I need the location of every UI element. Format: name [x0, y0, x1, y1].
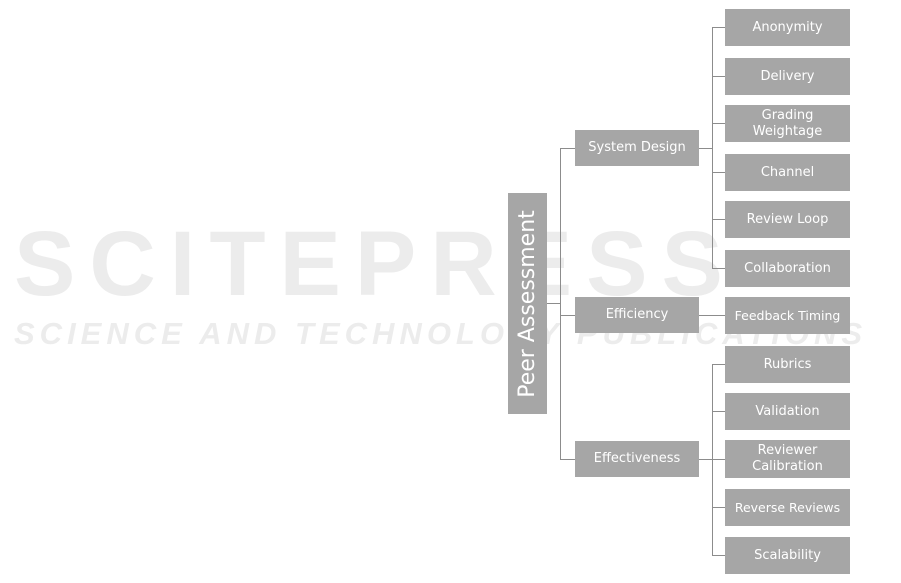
- connector: [712, 123, 725, 124]
- connector: [560, 148, 575, 149]
- watermark-subtitle: SCIENCE AND TECHNOLOGY PUBLICATIONS: [14, 316, 868, 351]
- root-node: Peer Assessment: [508, 193, 547, 414]
- leaf-rubrics: Rubrics: [725, 346, 850, 383]
- leaf-scalability: Scalability: [725, 537, 850, 574]
- connector: [712, 555, 725, 556]
- connector: [547, 303, 560, 304]
- connector: [712, 27, 725, 28]
- leaf-grading-weightage: Grading Weightage: [725, 105, 850, 142]
- connector: [712, 219, 725, 220]
- root-label: Peer Assessment: [514, 209, 540, 398]
- node-efficiency: Efficiency: [575, 297, 699, 333]
- leaf-channel: Channel: [725, 154, 850, 191]
- node-system-design: System Design: [575, 130, 699, 166]
- connector: [712, 459, 725, 460]
- leaf-reverse-reviews: Reverse Reviews: [725, 489, 850, 526]
- connector: [560, 148, 561, 460]
- leaf-delivery: Delivery: [725, 58, 850, 95]
- leaf-validation: Validation: [725, 393, 850, 430]
- connector: [699, 148, 712, 149]
- node-effectiveness: Effectiveness: [575, 441, 699, 477]
- leaf-collaboration: Collaboration: [725, 250, 850, 287]
- connector: [712, 507, 725, 508]
- leaf-anonymity: Anonymity: [725, 9, 850, 46]
- connector: [699, 315, 725, 316]
- connector: [712, 268, 725, 269]
- leaf-feedback-timing: Feedback Timing: [725, 297, 850, 334]
- connector: [712, 364, 725, 365]
- leaf-review-loop: Review Loop: [725, 201, 850, 238]
- connector: [699, 459, 712, 460]
- connector: [712, 76, 725, 77]
- connector: [712, 172, 725, 173]
- connector: [712, 411, 725, 412]
- connector: [560, 315, 575, 316]
- connector: [712, 27, 713, 268]
- leaf-reviewer-calibration: Reviewer Calibration: [725, 440, 850, 478]
- connector: [712, 364, 713, 556]
- connector: [560, 459, 575, 460]
